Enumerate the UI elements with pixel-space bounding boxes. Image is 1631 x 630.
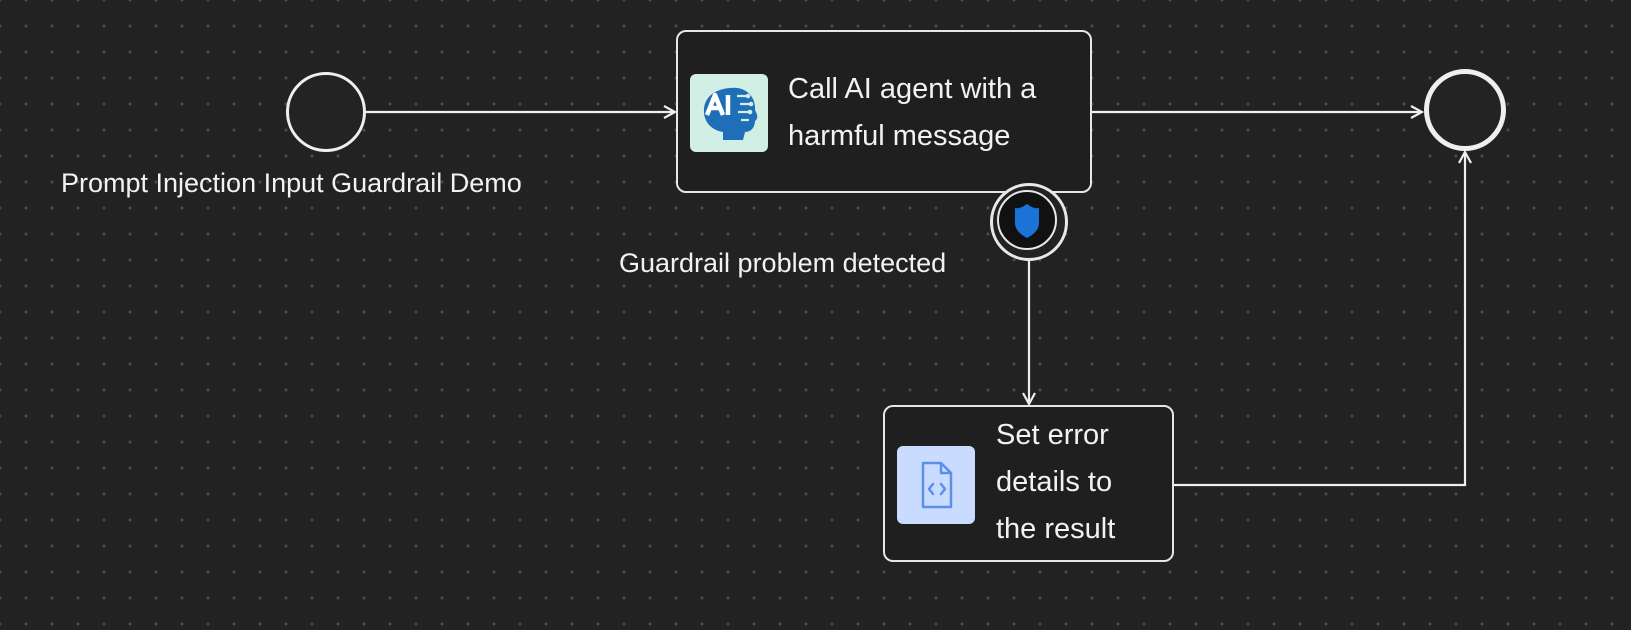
boundary-event-inner-ring	[997, 190, 1057, 250]
guardrail-event-label: Guardrail problem detected	[619, 248, 947, 278]
start-event[interactable]	[286, 72, 366, 152]
task-call-ai-agent-label: Call AI agent with a harmful message	[788, 73, 1037, 152]
flow-set-error-to-end[interactable]	[1174, 152, 1465, 487]
shield-icon	[1015, 204, 1039, 238]
task-call-ai-agent[interactable]: Call AI agent with a harmful message	[676, 30, 1092, 193]
end-event[interactable]	[1424, 69, 1506, 151]
start-event-label: Prompt Injection Input Guardrail Demo	[61, 168, 522, 198]
task-set-error-details-label: Set error details to the result	[996, 419, 1116, 545]
script-file-icon	[897, 446, 975, 524]
guardrail-boundary-event[interactable]	[990, 183, 1068, 261]
ai-brain-icon	[690, 74, 768, 152]
task-set-error-details[interactable]: Set error details to the result	[883, 405, 1174, 562]
